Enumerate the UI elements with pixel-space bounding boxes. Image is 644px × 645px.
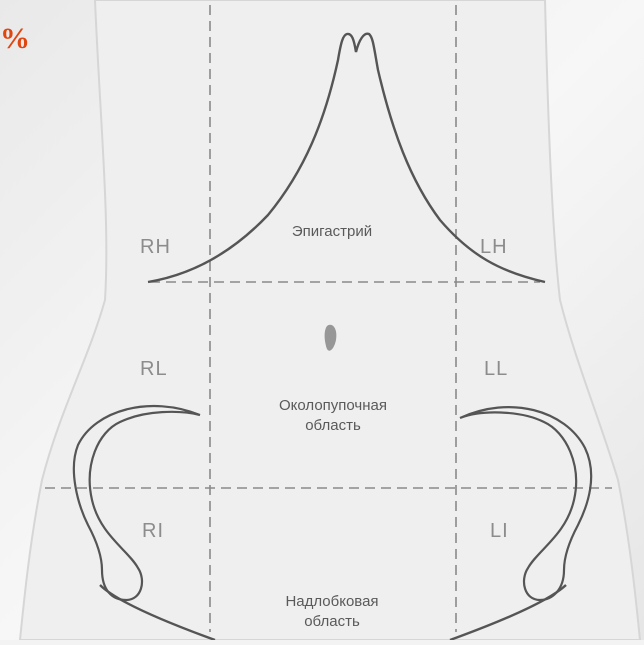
umbilical-line-2: область — [243, 416, 423, 436]
suprapubic-line-1: Надлобковая — [242, 592, 422, 612]
zone-label-suprapubic: Надлобковая область — [242, 592, 422, 632]
zone-label-epigastric: Эпигастрий — [242, 222, 422, 242]
epigastric-text: Эпигастрий — [292, 223, 372, 240]
zone-label-umbilical: Околопупочная область — [243, 396, 423, 436]
region-label-ll: LL — [484, 358, 508, 381]
region-label-rh: RH — [140, 236, 171, 259]
percent-mark: % — [0, 22, 30, 56]
region-label-ri: RI — [142, 520, 164, 543]
region-label-li: LI — [490, 520, 509, 543]
region-label-rl: RL — [140, 358, 168, 381]
suprapubic-line-2: область — [242, 612, 422, 632]
umbilical-line-1: Околопупочная — [243, 396, 423, 416]
region-label-lh: LH — [480, 236, 508, 259]
